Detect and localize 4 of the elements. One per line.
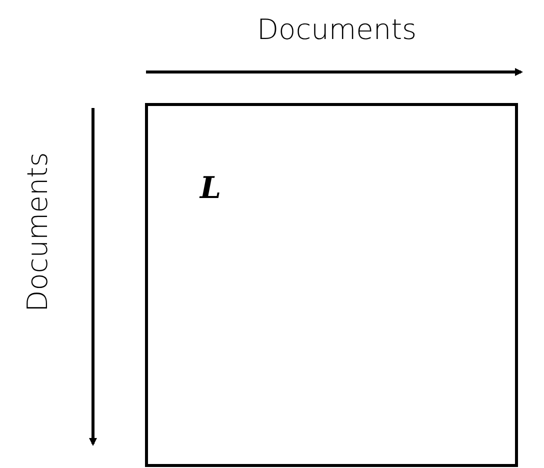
- axis-label: Documents: [257, 16, 417, 44]
- axis-label: Documents: [24, 152, 52, 312]
- matrix-symbol: L: [200, 174, 222, 204]
- matrix-box: [145, 103, 518, 467]
